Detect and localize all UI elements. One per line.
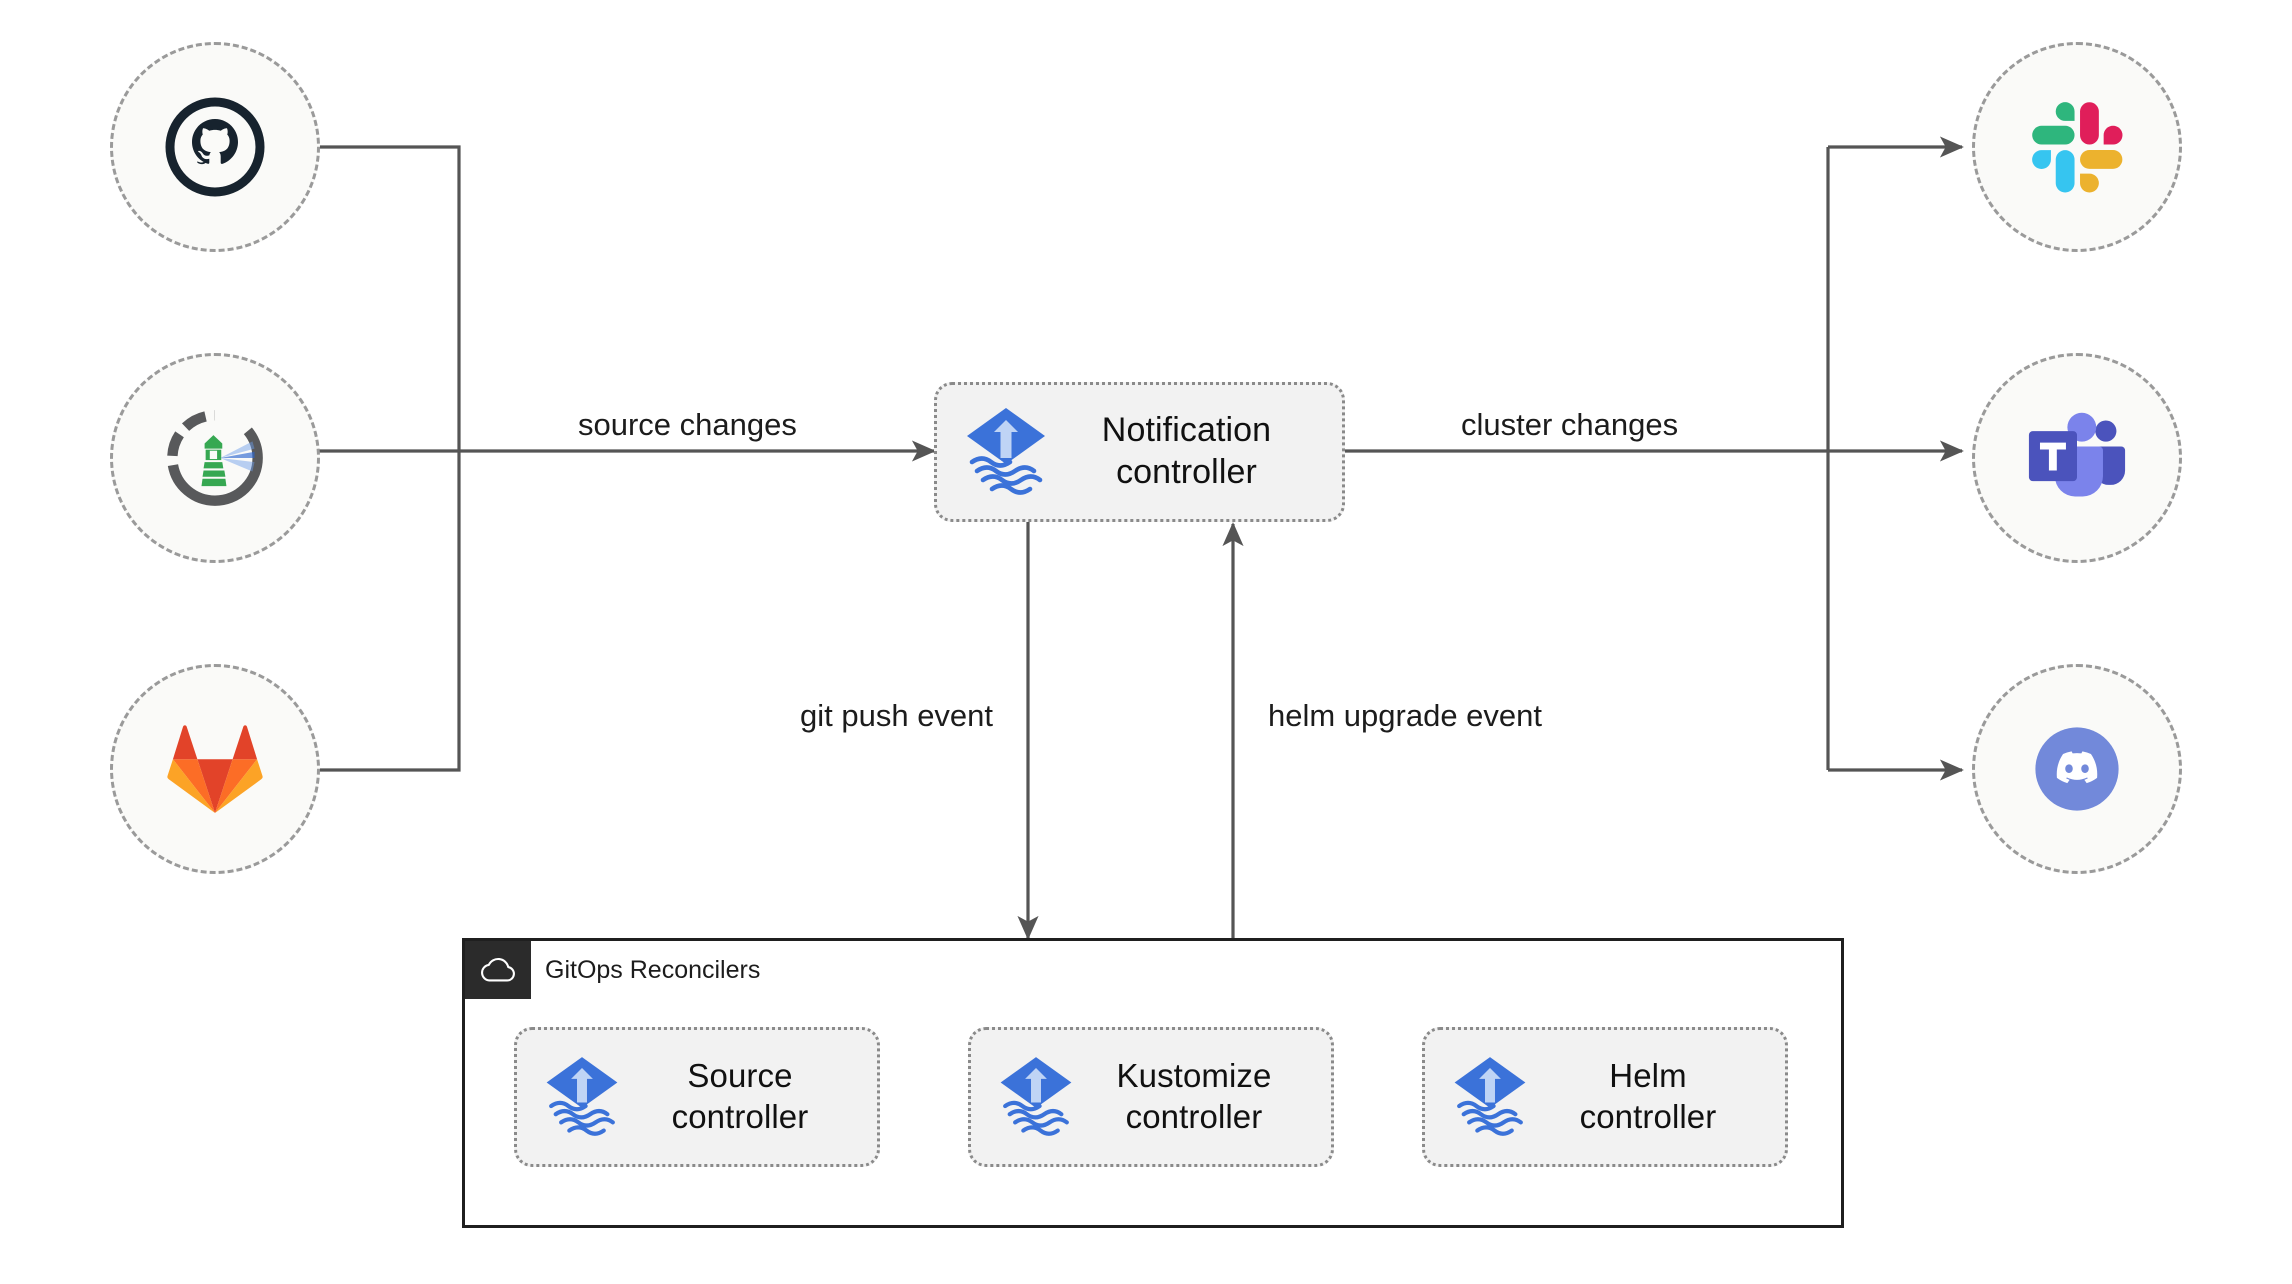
source-controller-line1: Source (687, 1057, 793, 1095)
discord-icon (2035, 727, 2119, 811)
source-node-github[interactable] (110, 42, 320, 252)
flux-icon (967, 408, 1045, 495)
source-controller-box[interactable]: Source controller (514, 1027, 880, 1167)
helm-controller-line2: controller (1579, 1098, 1717, 1135)
slack-icon (2032, 102, 2123, 193)
destination-node-slack[interactable] (1972, 42, 2182, 252)
kustomize-controller-label: Kustomize controller (1075, 1056, 1331, 1137)
helm-controller-box[interactable]: Helm controller (1422, 1027, 1788, 1167)
edge-gitlab-to-bus (312, 451, 461, 772)
group-title: GitOps Reconcilers (545, 955, 761, 984)
edge-github-to-bus (312, 145, 461, 451)
edge-label-git-push-event: git push event (800, 698, 994, 733)
flux-icon (1000, 1057, 1072, 1136)
edge-label-helm-upgrade-event: helm upgrade event (1268, 698, 1543, 733)
notification-controller-box[interactable]: Notification controller (934, 382, 1345, 522)
helm-controller-line1: Helm (1609, 1057, 1687, 1095)
source-controller-line2: controller (671, 1098, 809, 1135)
source-node-gitlab[interactable] (110, 664, 320, 874)
github-icon (165, 97, 265, 197)
notification-controller-line2: controller (1116, 453, 1257, 491)
kustomize-controller-box[interactable]: Kustomize controller (968, 1027, 1334, 1167)
group-icon-tile (465, 941, 531, 999)
flux-icon (546, 1057, 618, 1136)
microsoft-teams-icon (2028, 412, 2126, 497)
source-node-lighthouse[interactable] (110, 353, 320, 563)
lighthouse-icon (167, 410, 263, 506)
flux-icon (1454, 1057, 1526, 1136)
source-controller-label: Source controller (621, 1056, 877, 1137)
kustomize-controller-line2: controller (1125, 1098, 1263, 1135)
helm-controller-label: Helm controller (1529, 1056, 1785, 1137)
kustomize-controller-line1: Kustomize (1116, 1057, 1272, 1095)
destination-node-teams[interactable] (1972, 353, 2182, 563)
edge-label-source-changes: source changes (578, 407, 797, 442)
gitlab-icon (167, 725, 263, 814)
cloud-icon (481, 958, 515, 982)
destination-node-discord[interactable] (1972, 664, 2182, 874)
notification-controller-label: Notification controller (1049, 410, 1342, 494)
notification-controller-line1: Notification (1101, 411, 1272, 450)
edge-label-cluster-changes: cluster changes (1461, 407, 1679, 442)
